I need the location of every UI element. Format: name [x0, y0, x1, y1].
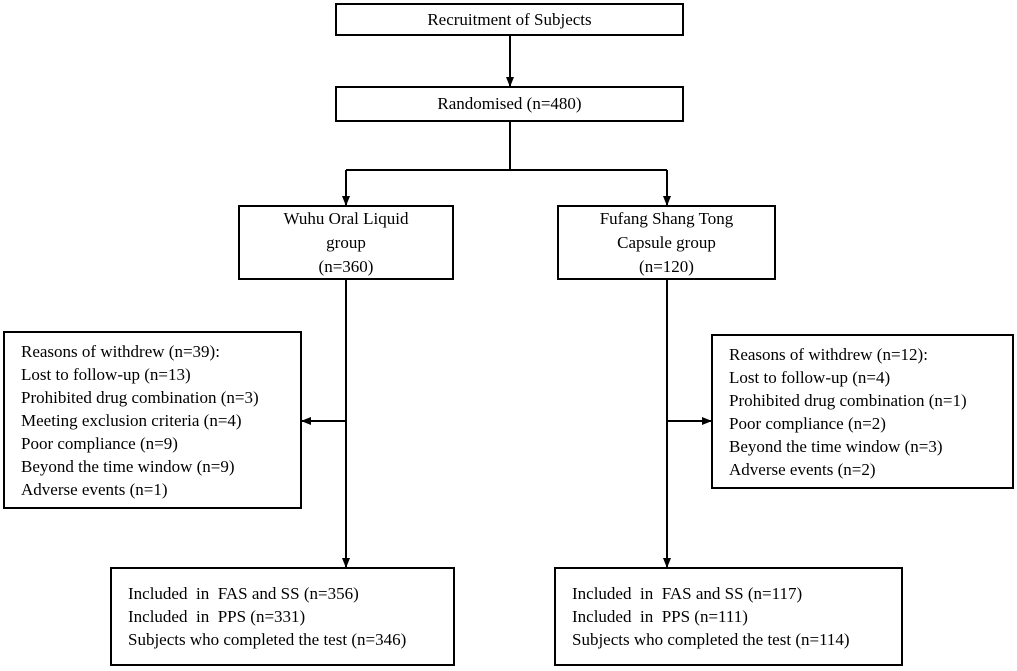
right-included-item: Included in FAS and SS (n=117)	[572, 584, 803, 603]
left-withdrew-box: Reasons of withdrew (n=39): Lost to foll…	[3, 331, 302, 509]
left-group-title-line: Wuhu Oral Liquid	[283, 208, 409, 228]
right-withdrew-item: Adverse events (n=2)	[729, 459, 876, 479]
randomised-box: Randomised (n=480)	[335, 86, 684, 122]
right-withdrew-item: Prohibited drug combination (n=1)	[729, 390, 967, 410]
left-withdrew-item: Reasons of withdrew (n=39):	[21, 341, 220, 361]
left-withdrew-item: Meeting exclusion criteria (n=4)	[21, 410, 242, 430]
left-withdrew-item: Adverse events (n=1)	[21, 479, 168, 499]
right-withdrew-item: Lost to follow-up (n=4)	[729, 367, 891, 387]
left-withdrew-item: Lost to follow-up (n=13)	[21, 364, 191, 384]
left-group-box: Wuhu Oral Liquid group (n=360)	[238, 205, 454, 280]
right-withdrew-item: Reasons of withdrew (n=12):	[729, 344, 928, 364]
right-withdrew-item: Beyond the time window (n=3)	[729, 436, 943, 456]
right-group-title-line: (n=120)	[639, 256, 694, 276]
right-withdrew-item: Poor compliance (n=2)	[729, 413, 886, 433]
right-withdrew-box: Reasons of withdrew (n=12): Lost to foll…	[711, 334, 1014, 489]
left-group-title-line: (n=360)	[318, 256, 374, 276]
right-included-item: Included in PPS (n=111)	[572, 607, 748, 626]
right-group-title-line: Capsule group	[617, 232, 716, 252]
left-included-item: Included in FAS and SS (n=356)	[128, 584, 359, 603]
recruitment-box: Recruitment of Subjects	[335, 3, 684, 36]
left-withdrew-item: Poor compliance (n=9)	[21, 433, 178, 453]
right-group-box: Fufang Shang Tong Capsule group (n=120)	[557, 205, 776, 280]
left-included-box: Included in FAS and SS (n=356) Included …	[110, 567, 455, 666]
right-included-item: Subjects who completed the test (n=114)	[572, 630, 850, 649]
recruitment-label: Recruitment of Subjects	[427, 9, 592, 29]
left-withdrew-item: Beyond the time window (n=9)	[21, 456, 235, 476]
left-included-item: Included in PPS (n=331)	[128, 607, 306, 626]
right-group-title-line: Fufang Shang Tong	[599, 208, 734, 228]
left-withdrew-item: Prohibited drug combination (n=3)	[21, 387, 259, 407]
left-included-item: Subjects who completed the test (n=346)	[128, 630, 407, 649]
left-group-title-line: group	[326, 232, 366, 252]
randomised-label: Randomised (n=480)	[437, 94, 582, 113]
right-included-box: Included in FAS and SS (n=117) Included …	[554, 567, 903, 666]
